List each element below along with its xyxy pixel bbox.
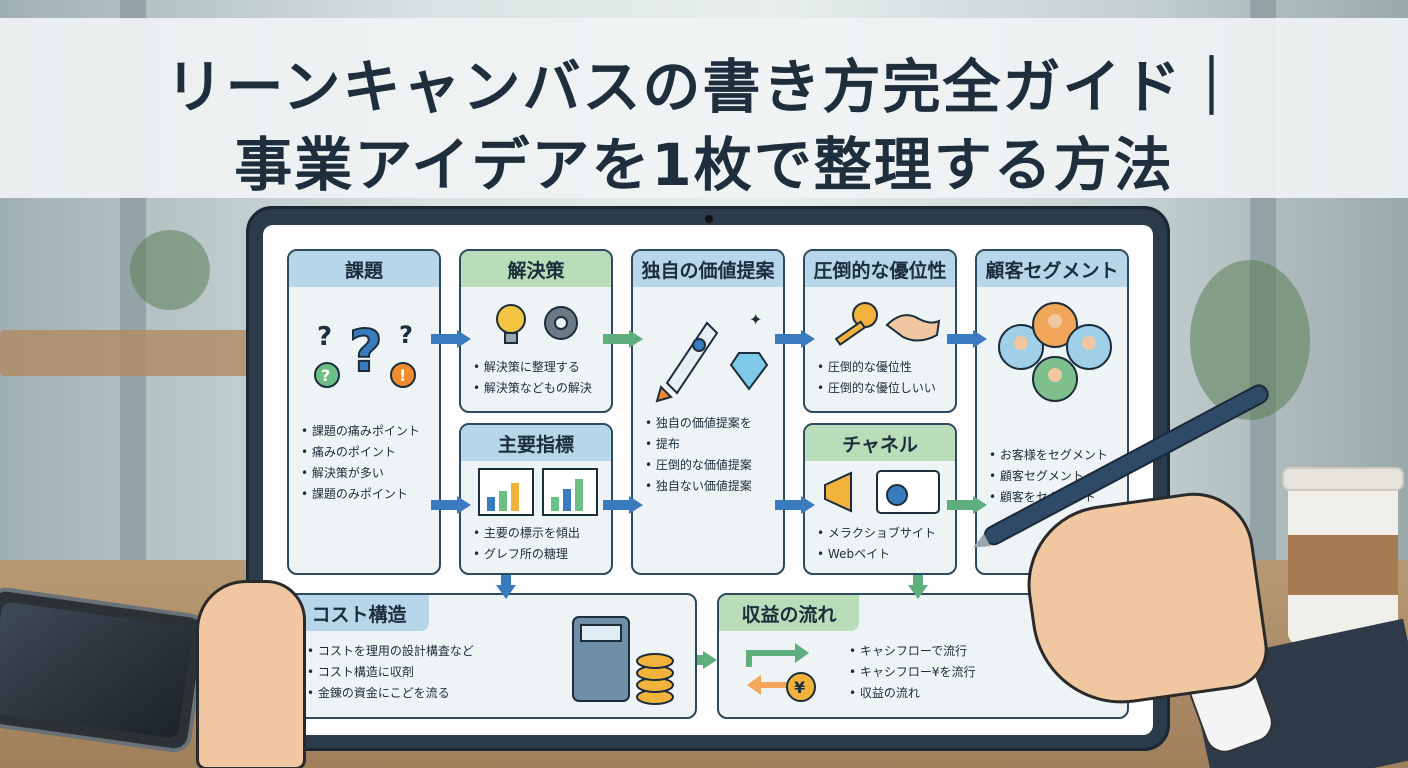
metrics-list: 主要の標示を傾出 グレフ所の糖理: [473, 523, 580, 565]
list-item: 解決策などもの解決: [473, 378, 592, 399]
flow-arrow-right: [973, 496, 987, 514]
key-handshake-icon: [823, 295, 943, 351]
list-item: 金錬の資金にこどを流る: [307, 683, 474, 704]
list-item: 主要の標示を傾出: [473, 523, 580, 544]
canvas-box-advantage: 圧倒的な優位性 圧倒的な優位性 圧倒的な優位しいい: [803, 249, 957, 413]
cost-list: コストを理用の設計構査など コスト構造に収剤 金錬の資金にこどを流る: [307, 641, 474, 704]
flow-arrow-shaft: [431, 500, 457, 510]
rocket-diamond-icon: ✦: [647, 303, 773, 403]
svg-text:?: ?: [321, 366, 330, 385]
flow-arrow-right: [801, 496, 815, 514]
list-item: コストを理用の設計構査など: [307, 641, 474, 662]
segments-header: 顧客セグメント: [977, 251, 1127, 287]
tablet-device: 課題 ? ? ? ? ! 課題の痛みポイント 痛みのポイント 解決策が多い 課題…: [246, 206, 1170, 751]
flow-arrow-shaft: [775, 500, 801, 510]
calculator-coins-icon: [569, 613, 679, 709]
list-item: コスト構造に収剤: [307, 662, 474, 683]
list-item: 解決策が多い: [301, 463, 420, 484]
uvp-header: 独自の価値提案: [633, 251, 783, 287]
flow-arrow-shaft: [501, 575, 511, 587]
flow-arrow-shaft: [697, 655, 707, 665]
flow-arrow-right: [629, 496, 643, 514]
smartphone-on-desk: [0, 585, 209, 755]
problem-header: 課題: [289, 251, 439, 287]
channels-list: メラクショブサイト Webベイト: [817, 523, 936, 565]
revenue-header: 収益の流れ: [719, 595, 859, 631]
list-item: お客様をセグメント: [989, 445, 1108, 466]
page-title-line-1: リーンキャンバスの書き方完全ガイド｜: [165, 53, 1243, 121]
list-item: 圧倒的な優位性: [817, 357, 936, 378]
flow-arrow-shaft: [603, 334, 629, 344]
channels-header: チャネル: [805, 425, 955, 461]
list-item: 提布: [645, 434, 781, 455]
megaphone-browser-icon: [821, 467, 943, 517]
svg-text:?: ?: [317, 322, 332, 352]
cost-header: コスト構造: [289, 595, 429, 631]
coffee-cup: [1282, 467, 1404, 645]
solution-list: 解決策に整理する 解決策などもの解決: [473, 357, 592, 399]
canvas-box-solution: 解決策 解決策に整理する 解決策などもの解決: [459, 249, 613, 413]
metrics-header: 主要指標: [461, 425, 611, 461]
canvas-box-cost: コスト構造 コストを理用の設計構査など コスト構造に収剤 金錬の資金にこどを流る: [287, 593, 697, 719]
advantage-header: 圧倒的な優位性: [805, 251, 955, 287]
plant-decoration: [130, 230, 210, 310]
flow-arrow-shaft: [603, 500, 629, 510]
flow-arrow-shaft: [431, 334, 457, 344]
question-bubbles-icon: ? ? ? ? !: [309, 309, 419, 399]
canvas-box-channels: チャネル メラクショブサイト Webベイト: [803, 423, 957, 575]
list-item: 顧客セグメント: [989, 466, 1108, 487]
list-item: 痛みのポイント: [301, 442, 420, 463]
tablet-camera: [705, 215, 713, 223]
flow-arrow-right: [457, 496, 471, 514]
flow-arrow-shaft: [913, 575, 923, 587]
flow-arrow-down: [496, 585, 516, 599]
left-hand: [196, 580, 306, 768]
flow-arrow-right: [973, 330, 987, 348]
flow-arrow-shaft: [947, 334, 973, 344]
flow-arrow-down: [908, 585, 928, 599]
flow-arrow-shaft: [775, 334, 801, 344]
svg-text:?: ?: [349, 317, 383, 385]
revenue-list: キャシフローで流行 キャシフロー¥を流行 収益の流れ: [849, 641, 976, 704]
canvas-box-metrics: 主要指標 主要の標示を傾出 グレフ所の糖理: [459, 423, 613, 575]
cashflow-yen-icon: ¥: [743, 639, 823, 711]
problem-list: 課題の痛みポイント 痛みのポイント 解決策が多い 課題のみポイント: [301, 421, 420, 505]
list-item: Webベイト: [817, 544, 936, 565]
page-title-line-2: 事業アイデアを1枚で整理する方法: [234, 131, 1174, 199]
uvp-list: 独自の価値提案を 提布 圧倒的な価値提案 独自ない価値提案: [645, 413, 781, 497]
canvas-box-problem: 課題 ? ? ? ? ! 課題の痛みポイント 痛みのポイント 解決策が多い 課題…: [287, 249, 441, 575]
list-item: 課題の痛みポイント: [301, 421, 420, 442]
title-banner: [0, 18, 1408, 198]
svg-text:?: ?: [399, 321, 413, 349]
list-item: グレフ所の糖理: [473, 544, 580, 565]
bar-chart-icon: [477, 467, 599, 517]
list-item: メラクショブサイト: [817, 523, 936, 544]
flow-arrow-right: [703, 651, 717, 669]
list-item: 収益の流れ: [849, 683, 976, 704]
svg-text:✦: ✦: [749, 310, 762, 329]
flow-arrow-right: [457, 330, 471, 348]
advantage-list: 圧倒的な優位性 圧倒的な優位しいい: [817, 357, 936, 399]
flow-arrow-shaft: [947, 500, 973, 510]
lightbulb-gear-icon: [481, 295, 591, 351]
svg-text:!: !: [399, 366, 406, 385]
list-item: キャシフローで流行: [849, 641, 976, 662]
list-item: 解決策に整理する: [473, 357, 592, 378]
lean-canvas-screen: 課題 ? ? ? ? ! 課題の痛みポイント 痛みのポイント 解決策が多い 課題…: [263, 225, 1153, 735]
svg-text:¥: ¥: [794, 678, 805, 697]
flow-arrow-right: [801, 330, 815, 348]
list-item: キャシフロー¥を流行: [849, 662, 976, 683]
list-item: 課題のみポイント: [301, 484, 420, 505]
flow-arrow-right: [629, 330, 643, 348]
list-item: 圧倒的な価値提案: [645, 455, 781, 476]
list-item: 独自ない価値提案: [645, 476, 781, 497]
list-item: 独自の価値提案を: [645, 413, 781, 434]
customer-avatars-icon: [991, 301, 1117, 411]
solution-header: 解決策: [461, 251, 611, 287]
cafe-table: [0, 330, 250, 376]
list-item: 圧倒的な優位しいい: [817, 378, 936, 399]
canvas-box-uvp: 独自の価値提案 ✦ 独自の価値提案を 提布 圧倒的な価値提案 独自ない価値提案: [631, 249, 785, 575]
